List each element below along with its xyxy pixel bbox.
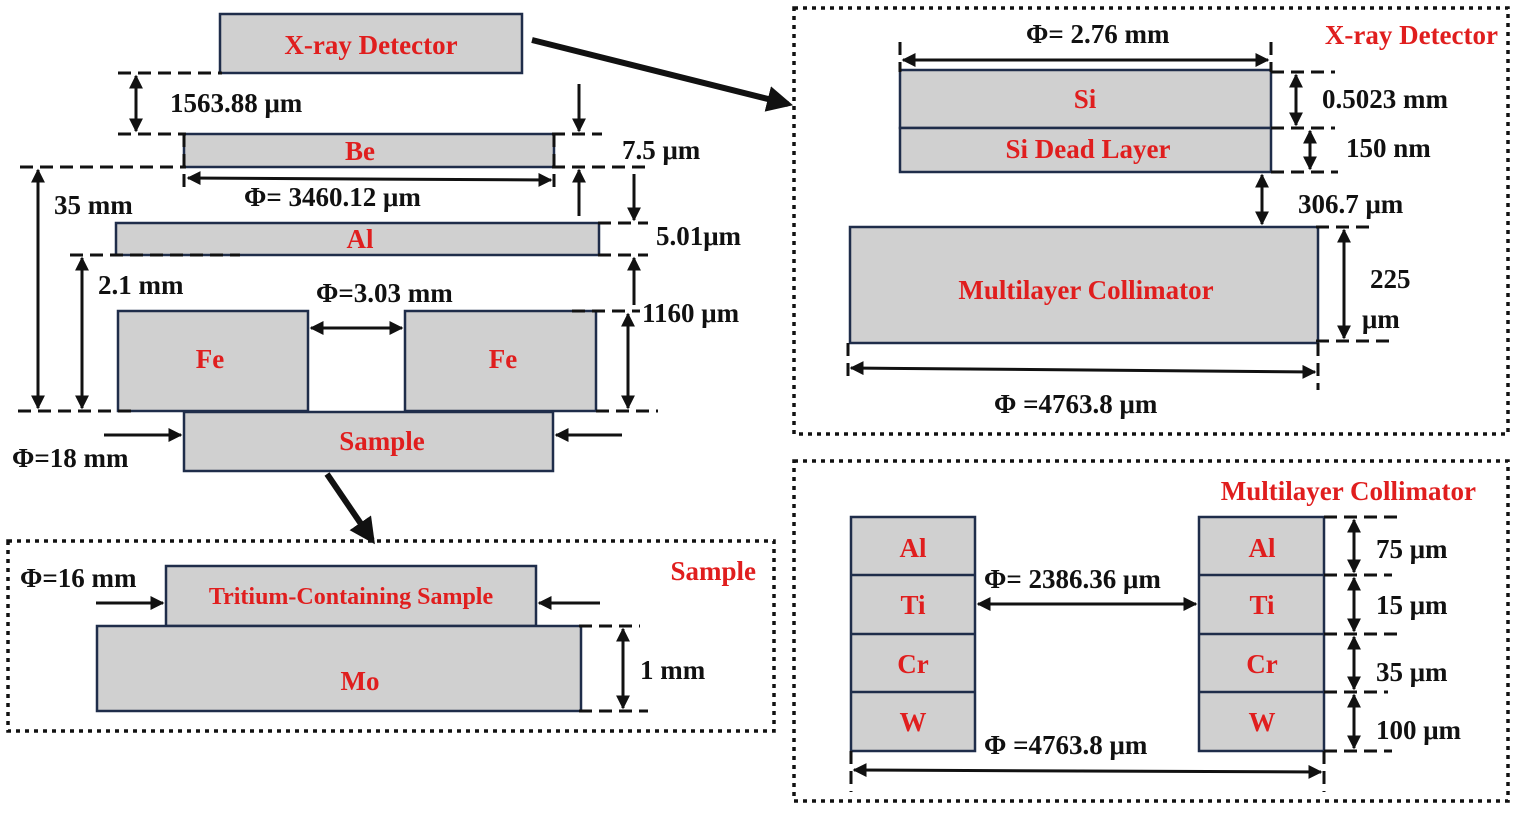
si-dead-layer-label: Si Dead Layer <box>1006 134 1171 164</box>
detector-gap-label-inset: 306.7 μm <box>1298 189 1404 219</box>
al-label: Al <box>347 224 374 254</box>
right-layer-al: Al <box>1249 533 1276 563</box>
collimator-height-value: 225 <box>1370 264 1411 294</box>
si-diameter-label: Φ= 2.76 mm <box>1026 19 1170 49</box>
inner-diameter-label: Φ= 2386.36 μm <box>984 564 1161 594</box>
height-2-1mm-label: 2.1 mm <box>98 270 184 300</box>
collimator-inset-extension-lines <box>849 515 1400 792</box>
collimator-box-label: Multilayer Collimator <box>958 275 1213 305</box>
fe-left-box <box>116 309 310 413</box>
height-35mm-label: 35 mm <box>54 190 133 220</box>
be-diameter-arrow <box>186 171 553 187</box>
detector-gap-label: 1563.88 μm <box>170 88 303 118</box>
fe-right-label: Fe <box>489 344 517 374</box>
detector-inset: X-ray Detector Si Si Dead Layer Multilay… <box>792 6 1510 436</box>
xray-detector-box <box>218 12 524 75</box>
si-dead-layer-box <box>898 126 1273 174</box>
collimator-inset-title: Multilayer Collimator <box>1221 476 1476 506</box>
si-layer-label: Si <box>1074 84 1097 114</box>
sample-inset-title: Sample <box>670 556 756 586</box>
detector-inset-frame <box>792 6 1510 436</box>
al-thickness-label-collimator: 75 μm <box>1376 534 1448 564</box>
fe-left-label: Fe <box>196 344 224 374</box>
left-layer-al: Al <box>900 533 927 563</box>
sample-diameter-label: Φ=18 mm <box>12 443 129 473</box>
right-layer-ti: Ti <box>1249 590 1275 620</box>
tritium-diameter-label: Φ=16 mm <box>20 563 137 593</box>
main-assembly: X-ray Detector Be Al Fe Fe Sample <box>12 12 794 545</box>
si-thickness-label: 0.5023 mm <box>1322 84 1448 114</box>
sample-inset: Sample Tritium-Containing Sample Mo Φ=16… <box>6 539 776 733</box>
al-fe-gap-label: 1160 μm <box>642 298 740 328</box>
sample-box <box>182 410 555 473</box>
si-layer-box <box>898 68 1273 130</box>
collimator-height-unit: μm <box>1362 304 1400 334</box>
al-thickness-label: 5.01μm <box>656 221 742 251</box>
xray-detector-label: X-ray Detector <box>284 30 457 60</box>
tritium-sample-box <box>164 564 538 628</box>
right-layer-w: W <box>1249 707 1276 737</box>
mo-substrate-label: Mo <box>341 666 380 696</box>
detector-callout-arrow <box>531 37 794 112</box>
outer-diameter-label: Φ =4763.8 μm <box>984 730 1148 760</box>
dead-layer-thickness-label: 150 nm <box>1346 133 1431 163</box>
collimator-diameter-label: Φ =4763.8 μm <box>994 389 1158 419</box>
cr-thickness-label-collimator: 35 μm <box>1376 657 1448 687</box>
detector-inset-title: X-ray Detector <box>1325 20 1498 50</box>
detector-inset-extension-lines <box>846 42 1396 390</box>
be-label: Be <box>345 136 375 166</box>
collimator-diameter-arrow <box>849 361 1317 379</box>
main-extension-lines <box>18 71 658 413</box>
left-layer-ti: Ti <box>900 590 926 620</box>
collimator-box <box>848 225 1320 345</box>
sample-callout-arrow <box>324 472 375 545</box>
sample-label: Sample <box>339 426 425 456</box>
left-layer-cr: Cr <box>897 649 928 679</box>
fe-gap-label: Φ=3.03 mm <box>316 278 453 308</box>
right-layer-cr: Cr <box>1246 649 1277 679</box>
be-thickness-label: 7.5 μm <box>622 135 701 165</box>
al-filter-box <box>114 221 601 257</box>
mo-thickness-label: 1 mm <box>640 655 706 685</box>
collimator-inset-frame <box>792 459 1510 803</box>
sample-inset-extension-lines <box>579 624 648 713</box>
left-layer-w: W <box>900 707 927 737</box>
ti-thickness-label-collimator: 15 μm <box>1376 590 1448 620</box>
w-thickness-label-collimator: 100 μm <box>1376 715 1462 745</box>
outer-diameter-arrow <box>852 763 1323 779</box>
mo-substrate-box <box>95 624 583 713</box>
collimator-inset: Multilayer Collimator Al Ti Cr W Al Ti C… <box>792 459 1510 803</box>
tritium-sample-label: Tritium-Containing Sample <box>209 584 494 610</box>
be-diameter-label: Φ= 3460.12 μm <box>244 182 421 212</box>
be-window-box <box>182 132 556 169</box>
